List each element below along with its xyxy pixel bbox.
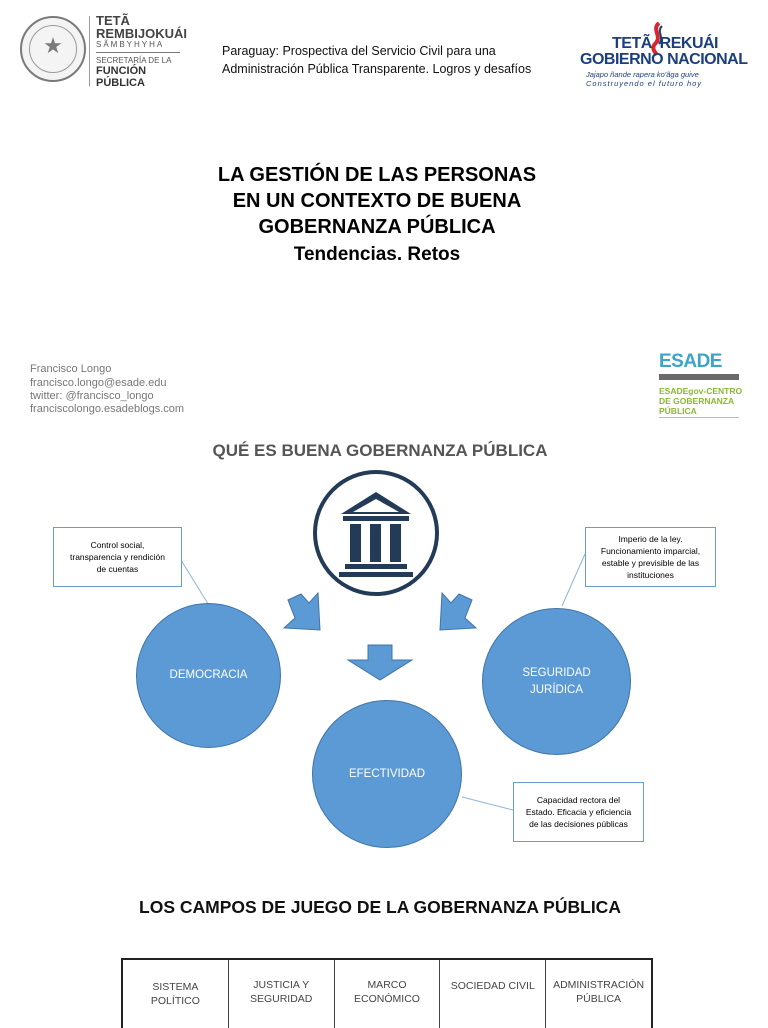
field-label-line1: JUSTICIA Y [253, 979, 310, 991]
field-sociedad-civil: SOCIEDAD CIVIL [440, 960, 547, 1028]
callout-seguridad-line1: Imperio de la ley. [618, 534, 683, 544]
author-twitter: twitter: @francisco_longo [30, 390, 154, 402]
circle-seguridad-label: SEGURIDAD JURÍDICA [522, 665, 590, 699]
author-email: francisco.longo@esade.edu [30, 377, 167, 389]
esade-logo: ESADE [659, 351, 722, 372]
government-building-badge [313, 470, 439, 596]
seal-star-icon: ★ [43, 34, 63, 59]
circle-democracia-label: DEMOCRACIA [169, 669, 248, 681]
connector-seguridad [561, 553, 586, 607]
main-title-line3: GOBERNANZA PÚBLICA [258, 216, 496, 238]
author-blog: franciscolongo.esadeblogs.com [30, 403, 185, 415]
callout-efectividad-line2: Estado. Eficacia y eficiencia [525, 807, 632, 817]
org-name-line6: PÚBLICA [96, 77, 145, 89]
org-rule [96, 52, 180, 53]
callout-seguridad-line2: Funcionamiento imparcial, [600, 546, 701, 556]
arrow-down-icon [346, 644, 414, 681]
field-label-line2: SEGURIDAD [249, 993, 313, 1005]
callout-democracia-line1: Control social, [90, 540, 145, 550]
circle-seguridad-label-line2: JURÍDICA [529, 683, 584, 696]
org-name-line4: SECRETARÍA DE LA [96, 56, 172, 65]
callout-democracia: Control social, transparencia y rendició… [53, 527, 182, 587]
gobierno-logo-line1: TETÃ REKUÁI [612, 35, 719, 52]
main-title-line2: EN UN CONTEXTO DE BUENA [232, 190, 522, 212]
esade-center-line1: ESADEgov-CENTRO [659, 386, 743, 396]
field-label-line1: SISTEMA [152, 981, 199, 993]
esade-logo-bar [659, 374, 739, 380]
main-title: LA GESTIÓN DE LAS PERSONAS EN UN CONTEXT… [160, 162, 594, 240]
fields-table: SISTEMA POLÍTICO JUSTICIA Y SEGURIDAD MARC… [121, 958, 653, 1028]
callout-democracia-line3: de cuentas [96, 564, 139, 574]
gobierno-logo-line3: Jajapo ñande rapera ko'ãga guive [586, 70, 699, 79]
gobierno-logo-line4: Construyendo el futuro hoy [586, 79, 703, 88]
connector-democracia [180, 559, 211, 608]
org-name-line2: REMBIJOKUÁI [96, 26, 188, 41]
esade-center-line2: DE GOBERNANZA [659, 396, 735, 406]
callout-democracia-line2: transparencia y rendición [70, 552, 165, 562]
field-label-line2: ECONÓMICO [354, 993, 420, 1005]
org-name-line1: TETÃ [96, 13, 130, 28]
esade-rule [659, 417, 739, 418]
logo-divider [89, 16, 90, 86]
field-label-line1: ADMINISTRACIÓN [553, 979, 645, 991]
org-name-line5: FUNCIÓN [96, 65, 147, 77]
field-label-line1: MARCO [367, 979, 407, 991]
header-title: Paraguay: Prospectiva del Servicio Civil… [222, 42, 562, 78]
field-justicia-seguridad: JUSTICIA Y SEGURIDAD [229, 960, 335, 1028]
callout-seguridad-line4: instituciones [627, 570, 674, 580]
callout-seguridad-line3: estable y previsible de las [601, 558, 700, 568]
government-building-icon [339, 492, 413, 577]
field-label-line2: PÚBLICA [576, 993, 622, 1005]
esade-center-line3: PÚBLICA [659, 406, 697, 416]
gobierno-logo-line2: GOBIERNO NACIONAL [580, 51, 748, 68]
fields-title: LOS CAMPOS DE JUEGO DE LA GOBERNANZA PÚB… [139, 897, 621, 917]
circle-seguridad-label-line1: SEGURIDAD [522, 666, 591, 679]
circle-efectividad: EFECTIVIDAD [312, 700, 462, 848]
field-sistema-politico: SISTEMA POLÍTICO [123, 960, 229, 1028]
circle-democracia: DEMOCRACIA [136, 603, 281, 748]
main-subtitle: Tendencias. Retos [293, 244, 461, 265]
circle-seguridad-juridica: SEGURIDAD JURÍDICA [482, 608, 631, 755]
field-marco-economico: MARCO ECONÓMICO [335, 960, 441, 1028]
callout-efectividad-line1: Capacidad rectora del [536, 795, 621, 805]
author-name: Francisco Longo [30, 363, 112, 375]
callout-efectividad-line3: de las decisiones públicas [529, 819, 628, 829]
arrow-left-icon [282, 591, 321, 631]
circle-efectividad-label: EFECTIVIDAD [348, 767, 426, 780]
header-title-line1: Paraguay: Prospectiva del Servicio Civil… [222, 44, 496, 58]
callout-seguridad: Imperio de la ley. Funcionamiento imparc… [585, 527, 716, 587]
arrow-right-icon [439, 591, 478, 631]
gobierno-swoosh-icon [651, 22, 663, 56]
field-label-line1: SOCIEDAD CIVIL [450, 980, 535, 992]
field-label-line2: POLÍTICO [150, 995, 200, 1007]
field-administracion-publica: ADMINISTRACIÓN PÚBLICA [546, 960, 651, 1028]
org-name-line3: SÃMBYHYHA [96, 40, 165, 49]
diagram-title: QUÉ ES BUENA GOBERNANZA PÚBLICA [212, 441, 548, 460]
seal-inner-ring [29, 25, 77, 73]
connector-efectividad [461, 796, 514, 811]
main-title-line1: LA GESTIÓN DE LAS PERSONAS [217, 164, 537, 186]
header-title-line2: Administración Pública Transparente. Log… [222, 62, 532, 76]
callout-efectividad: Capacidad rectora del Estado. Eficacia y… [513, 782, 644, 842]
